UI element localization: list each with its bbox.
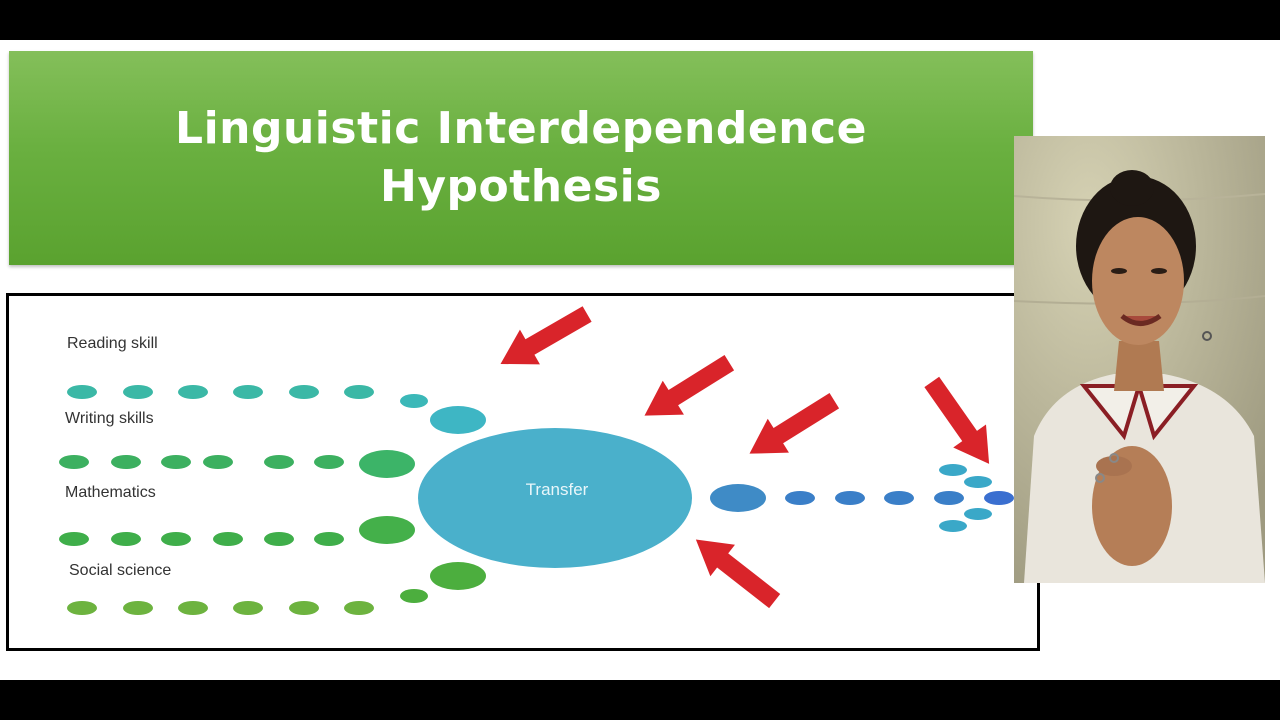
presenter-image	[1014, 136, 1265, 583]
arrow-5	[695, 539, 781, 609]
dot	[123, 385, 153, 399]
dot	[984, 491, 1014, 505]
dot	[884, 491, 914, 505]
dot	[430, 562, 486, 590]
skill-label-mathematics: Mathematics	[65, 484, 156, 501]
diagram-frame: Reading skill Writing skills Mathematics…	[6, 293, 1040, 651]
dot	[161, 455, 191, 469]
dot	[123, 601, 153, 615]
dot	[178, 385, 208, 399]
transfer-diagram: Reading skill Writing skills Mathematics…	[59, 306, 1014, 615]
transfer-circle	[418, 428, 692, 568]
dot	[178, 601, 208, 615]
dot-row-output	[710, 464, 1014, 532]
dot	[203, 455, 233, 469]
dot	[430, 406, 486, 434]
arrow-1	[500, 306, 592, 365]
dot-row-writing	[59, 450, 415, 478]
dot	[264, 455, 294, 469]
dot	[934, 491, 964, 505]
dot	[67, 601, 97, 615]
dot	[289, 601, 319, 615]
arrow-2	[644, 355, 735, 416]
dot	[264, 532, 294, 546]
dot	[344, 385, 374, 399]
dot	[233, 601, 263, 615]
arrow-3	[749, 393, 840, 454]
dot-row-social-science	[67, 562, 486, 615]
dot	[835, 491, 865, 505]
dot	[710, 484, 766, 512]
dot-row-reading	[67, 385, 486, 434]
dot	[111, 455, 141, 469]
dot	[785, 491, 815, 505]
dot	[964, 508, 992, 520]
dot	[289, 385, 319, 399]
dot	[314, 532, 344, 546]
dot	[314, 455, 344, 469]
dot	[359, 516, 415, 544]
dot	[111, 532, 141, 546]
dot	[344, 601, 374, 615]
arrow-4	[924, 376, 990, 464]
dot	[400, 589, 428, 603]
dot-row-mathematics	[59, 516, 415, 546]
skill-label-writing: Writing skills	[65, 410, 154, 427]
transfer-label: Transfer	[526, 480, 589, 499]
dot	[233, 385, 263, 399]
slide-title: Linguistic Interdependence Hypothesis	[175, 103, 867, 212]
slide: Linguistic Interdependence Hypothesis Re…	[0, 40, 1280, 680]
title-banner: Linguistic Interdependence Hypothesis	[9, 51, 1033, 265]
dot	[359, 450, 415, 478]
dot	[59, 455, 89, 469]
arrows	[500, 306, 990, 609]
skill-label-reading: Reading skill	[67, 335, 158, 352]
dot	[939, 464, 967, 476]
dot	[213, 532, 243, 546]
dot	[59, 532, 89, 546]
dot	[964, 476, 992, 488]
dot	[939, 520, 967, 532]
presenter-video	[1014, 136, 1265, 583]
dot	[161, 532, 191, 546]
dot	[67, 385, 97, 399]
skill-label-social-science: Social science	[69, 562, 171, 579]
dot	[400, 394, 428, 408]
